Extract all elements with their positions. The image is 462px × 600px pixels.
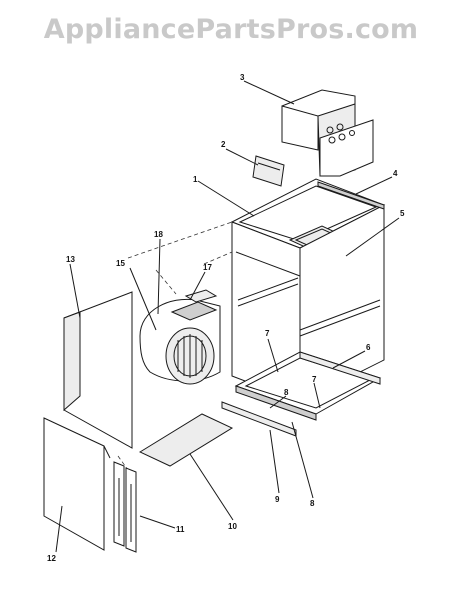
callout-8b: 8: [310, 499, 315, 508]
part-13-blower-panel[interactable]: [63, 291, 133, 449]
callout-18: 18: [154, 230, 163, 239]
callout-1: 1: [193, 175, 198, 184]
callout-9: 9: [275, 495, 280, 504]
callout-11: 11: [176, 525, 185, 534]
callout-8a: 8: [284, 388, 289, 397]
callout-4: 4: [393, 169, 398, 178]
part-15-blower-assembly[interactable]: [139, 298, 221, 385]
callout-17: 17: [203, 263, 212, 272]
callout-leaders: [55, 80, 400, 553]
part-11-strips[interactable]: [113, 461, 137, 553]
callout-6: 6: [366, 343, 371, 352]
watermark-text: AppliancePartsPros.com: [43, 14, 419, 45]
callout-10: 10: [228, 522, 237, 531]
part-10-filter[interactable]: [138, 413, 234, 467]
part-12-side-panel[interactable]: [43, 417, 111, 551]
callout-7a: 7: [265, 329, 270, 338]
callout-labels: 3 2 1 4 5 6 7 7 8 8 9 10 11 12 13 15 18 …: [47, 73, 405, 563]
callout-7b: 7: [312, 375, 317, 384]
callout-12: 12: [47, 554, 56, 563]
part-2-bracket[interactable]: [252, 155, 285, 187]
callout-2: 2: [221, 140, 226, 149]
callout-5: 5: [400, 209, 405, 218]
part-4-top-rail[interactable]: [317, 181, 385, 210]
part-3-control-box[interactable]: [281, 89, 374, 177]
callout-15: 15: [116, 259, 125, 268]
callout-13: 13: [66, 255, 75, 264]
part-17-blower-mount[interactable]: [170, 289, 218, 321]
callout-3: 3: [240, 73, 245, 82]
